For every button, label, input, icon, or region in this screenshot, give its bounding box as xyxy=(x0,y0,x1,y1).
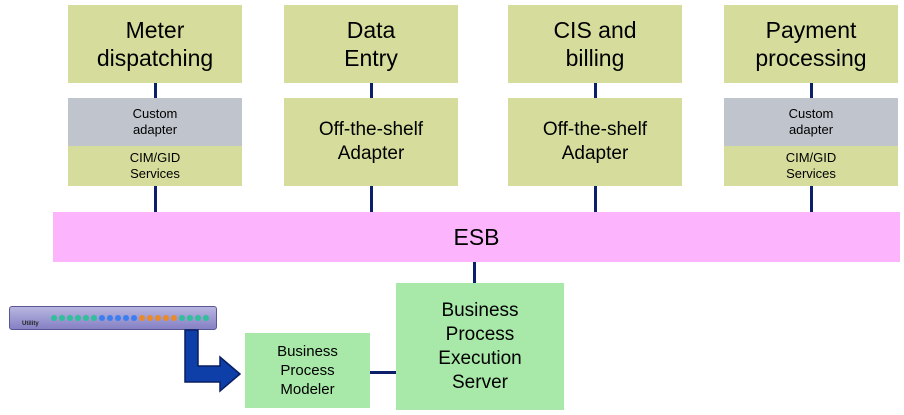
cim-services-meter: CIM/GID Services xyxy=(68,146,242,186)
connector-esb-execution xyxy=(473,262,476,283)
connector-payment-top xyxy=(810,83,813,98)
app-meter-dispatching: Meter dispatching xyxy=(68,5,242,83)
off-the-shelf-adapter-dataentry: Off-the-shelf Adapter xyxy=(284,98,458,186)
connector-payment-bottom xyxy=(810,186,813,212)
modeler-label: Business Process Modeler xyxy=(277,343,338,398)
app-cis-billing: CIS and billing xyxy=(508,5,682,83)
execution-server-label: Business Process Execution Server xyxy=(438,299,522,393)
connector-meter-bottom xyxy=(154,186,157,212)
app-payment-processing: Payment processing xyxy=(724,5,898,83)
app-cis-billing-label: CIS and billing xyxy=(553,17,637,71)
off-the-shelf-adapter-cis-label: Off-the-shelf Adapter xyxy=(542,119,648,164)
esb-label: ESB xyxy=(453,223,500,250)
connector-cis-top xyxy=(594,83,597,98)
esb-bar: ESB xyxy=(53,212,900,262)
off-the-shelf-adapter-cis: Off-the-shelf Adapter xyxy=(508,98,682,186)
modeler-box: Business Process Modeler xyxy=(245,333,370,408)
custom-adapter-payment: Custom adapter xyxy=(724,98,898,146)
cim-services-payment: CIM/GID Services xyxy=(724,146,898,186)
connector-meter-top xyxy=(154,83,157,98)
device-ports-icon xyxy=(51,315,209,321)
app-data-entry: Data Entry xyxy=(284,5,458,83)
app-payment-processing-label: Payment processing xyxy=(755,17,867,71)
custom-adapter-meter-label: Custom adapter xyxy=(132,106,178,137)
custom-adapter-meter: Custom adapter xyxy=(68,98,242,146)
bent-arrow-icon xyxy=(184,329,242,393)
app-data-entry-label: Data Entry xyxy=(344,17,398,71)
connector-dataentry-top xyxy=(370,83,373,98)
connector-modeler-server xyxy=(370,371,396,374)
utility-label: Utility xyxy=(22,321,39,327)
app-meter-dispatching-label: Meter dispatching xyxy=(96,17,214,71)
utility-device: Utility xyxy=(9,306,217,330)
execution-server-box: Business Process Execution Server xyxy=(396,283,564,410)
cim-services-payment-label: CIM/GID Services xyxy=(785,150,837,181)
connector-dataentry-bottom xyxy=(370,186,373,212)
connector-cis-bottom xyxy=(594,186,597,212)
cim-services-meter-label: CIM/GID Services xyxy=(129,150,181,181)
off-the-shelf-adapter-dataentry-label: Off-the-shelf Adapter xyxy=(318,119,424,164)
custom-adapter-payment-label: Custom adapter xyxy=(788,106,834,137)
